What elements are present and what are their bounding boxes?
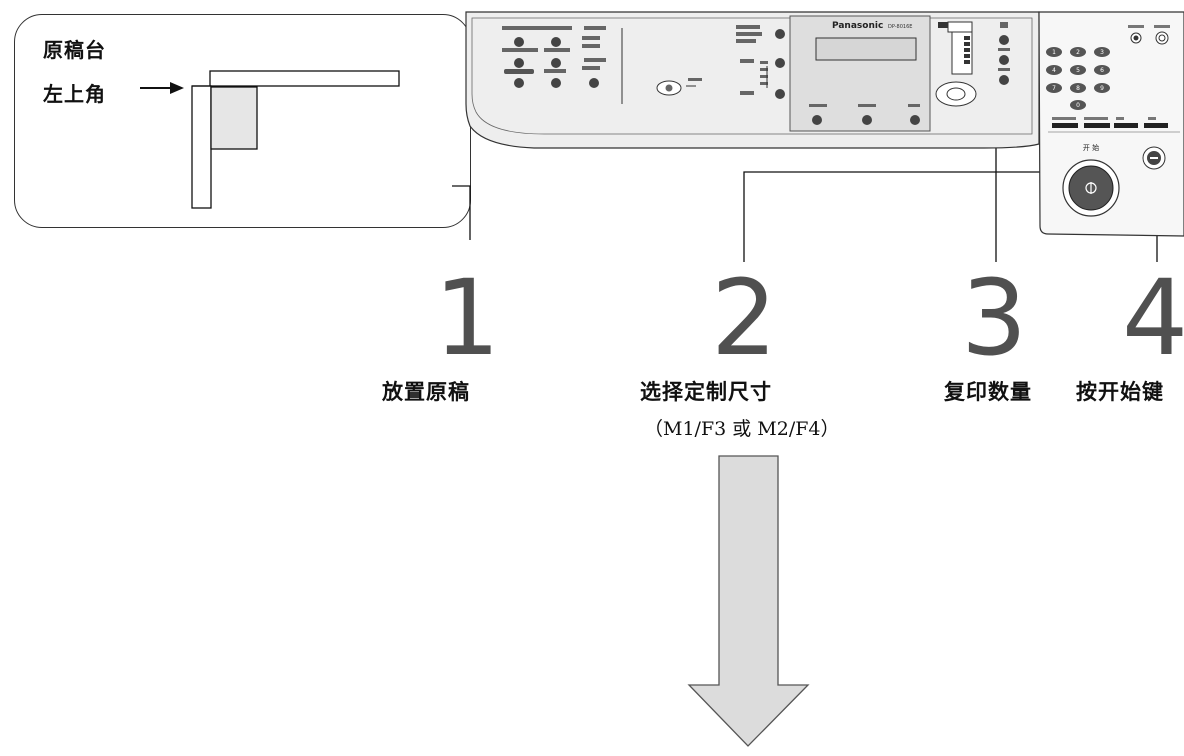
svg-text:9: 9 bbox=[1100, 85, 1104, 92]
svg-text:6: 6 bbox=[1100, 67, 1104, 74]
svg-text:4: 4 bbox=[1052, 67, 1056, 74]
inset-title: 原稿台 bbox=[43, 38, 106, 62]
glass-left-edge bbox=[191, 85, 212, 209]
step-1-label: 放置原稿 bbox=[382, 379, 470, 404]
svg-text:2: 2 bbox=[1076, 49, 1080, 56]
step-2-number: 2 bbox=[711, 257, 778, 379]
down-arrow bbox=[687, 455, 810, 747]
corner-arrow-head bbox=[170, 82, 184, 94]
svg-text:1: 1 bbox=[1052, 49, 1056, 56]
step-3-number: 3 bbox=[961, 257, 1028, 379]
step-2-label: 选择定制尺寸 bbox=[640, 379, 772, 404]
svg-text:8: 8 bbox=[1076, 85, 1080, 92]
corner-label: 左上角 bbox=[43, 82, 106, 106]
panel-model: DP-8016E bbox=[888, 24, 912, 30]
leader-1 bbox=[452, 185, 471, 240]
step-3-label: 复印数量 bbox=[944, 379, 1032, 404]
svg-text:5: 5 bbox=[1076, 67, 1080, 74]
original-sheet bbox=[210, 86, 258, 150]
lcd-display bbox=[815, 37, 917, 61]
function-buttons bbox=[514, 37, 599, 88]
control-panel: Panasonic DP-8016E 1 2 3 4 5 6 7 8 9 0 开 始 bbox=[465, 11, 1184, 237]
step-4-number: 4 bbox=[1122, 257, 1184, 379]
glass-top-edge bbox=[209, 70, 400, 87]
step-4-label: 按开始键 bbox=[1076, 379, 1164, 404]
power-reset bbox=[1128, 25, 1170, 45]
panel-brand: Panasonic bbox=[832, 21, 883, 31]
step-1-number: 1 bbox=[434, 257, 501, 379]
start-label: 开 始 bbox=[1083, 143, 1099, 152]
svg-text:0: 0 bbox=[1076, 102, 1080, 109]
step-2-sub: （M1/F3 或 M2/F4） bbox=[644, 418, 840, 440]
svg-text:3: 3 bbox=[1100, 49, 1104, 56]
numeric-keypad bbox=[1046, 47, 1110, 110]
svg-text:7: 7 bbox=[1052, 85, 1056, 92]
